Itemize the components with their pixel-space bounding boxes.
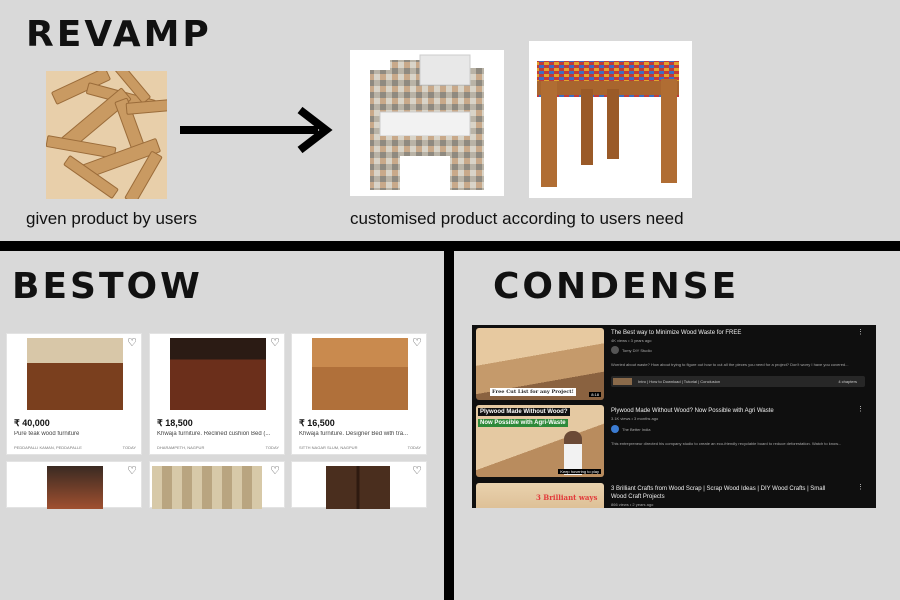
listing-card[interactable]: ♡ ₹ 16,500 Khwaja furniture. Designer Be… (291, 333, 427, 455)
chapters-count: 4 chapters (838, 379, 857, 384)
favorite-heart-icon[interactable]: ♡ (127, 465, 137, 477)
video-title[interactable]: 3 Brilliant Crafts from Wood Scrap | Scr… (611, 486, 826, 492)
more-options-icon[interactable]: ⋮ (857, 329, 864, 336)
favorite-heart-icon[interactable]: ♡ (412, 465, 422, 477)
listing-price: ₹ 18,500 (157, 418, 193, 428)
listing-photo (170, 338, 266, 410)
woven-stool-image (529, 41, 692, 198)
channel-avatar[interactable] (611, 425, 619, 433)
thumbnail-subheadline: Now Possible with Agri-Waste (478, 419, 568, 427)
video-description: This entrepreneur directed his company s… (611, 441, 842, 446)
listing-price: ₹ 16,500 (299, 418, 335, 428)
favorite-heart-icon[interactable]: ♡ (412, 337, 422, 349)
listing-location: DHARAMPETH, NAGPUR (157, 445, 205, 450)
horizontal-divider (0, 241, 900, 251)
video-results-list: Free Cut List for any Project! 8:18 The … (472, 325, 876, 508)
vertical-divider (444, 251, 454, 600)
listing-photo (312, 338, 408, 410)
video-thumbnail[interactable]: 3 Brilliant ways (476, 483, 604, 508)
revamp-heading: REVAMP (26, 14, 212, 55)
video-title[interactable]: Plywood Made Without Wood? Now Possible … (611, 408, 774, 414)
listing-title: Khwaja furniture. Reclined cushion Bed (… (157, 431, 271, 437)
video-title-line2[interactable]: Wood Craft Projects (611, 494, 665, 500)
listing-card[interactable]: ♡ ₹ 18,500 Khwaja furniture. Reclined cu… (149, 333, 285, 455)
listing-title: Pure teak wood furniture (14, 431, 80, 437)
marketplace-listing-grid: ♡ ₹ 40,000 Pure teak wood furniture PEDD… (6, 333, 427, 509)
listing-date: TODAY (122, 445, 136, 450)
favorite-heart-icon[interactable]: ♡ (270, 337, 280, 349)
listing-title: Khwaja furniture. Designer Bed with tra.… (299, 431, 409, 437)
listing-photo (326, 466, 390, 509)
listing-card[interactable]: ♡ ₹ 40,000 Pure teak wood furniture PEDD… (6, 333, 142, 455)
presenter-figure (564, 431, 582, 475)
thumbnail-overlay-text: Free Cut List for any Project! (490, 388, 576, 396)
channel-avatar[interactable] (611, 346, 619, 354)
listing-location: SITTH NAGAR SLUM, NAGPUR (299, 445, 358, 450)
favorite-heart-icon[interactable]: ♡ (127, 337, 137, 349)
video-meta: 4K views • 3 years ago (611, 338, 652, 343)
video-thumbnail[interactable]: Free Cut List for any Project! 8:18 (476, 328, 604, 400)
more-options-icon[interactable]: ⋮ (857, 484, 864, 491)
right-arrow-icon (180, 106, 333, 154)
listing-photo (47, 466, 103, 509)
channel-name[interactable]: Tomy DIY Studio (622, 348, 652, 353)
video-title[interactable]: The Best way to Minimize Wood Waste for … (611, 330, 742, 336)
mosaic-armchair-image (350, 50, 504, 196)
customised-product-caption: customised product according to users ne… (350, 209, 684, 228)
listing-card[interactable]: ♡ (149, 461, 285, 509)
video-description: Worried about waste? How about trying to… (611, 362, 849, 367)
thumbnail-headline: Plywood Made Without Wood? (478, 408, 570, 416)
video-thumbnail[interactable]: Plywood Made Without Wood? Now Possible … (476, 405, 604, 477)
hover-hint: Keep hovering to play (558, 469, 601, 474)
video-meta: 866 views • 2 years ago (611, 502, 654, 507)
chapter-titles: Intro | How to Download | Tutorial | Con… (638, 379, 721, 384)
given-product-caption: given product by users (26, 209, 198, 228)
video-duration: 8:18 (589, 392, 601, 397)
favorite-heart-icon[interactable]: ♡ (270, 465, 280, 477)
listing-date: TODAY (265, 445, 279, 450)
listing-date: TODAY (407, 445, 421, 450)
channel-name[interactable]: The Better India (622, 427, 651, 432)
chapters-bar[interactable]: Intro | How to Download | Tutorial | Con… (611, 376, 865, 387)
video-meta: 3.1K views • 3 months ago (611, 416, 659, 421)
listing-card[interactable]: ♡ (291, 461, 427, 509)
condense-heading: CONDENSE (493, 266, 740, 307)
wood-scraps-image (46, 71, 167, 199)
listing-photo (27, 338, 123, 410)
listing-location: PEDDAPALLI KAMAN, PEDDAPALLE (14, 445, 82, 450)
more-options-icon[interactable]: ⋮ (857, 406, 864, 413)
thumbnail-overlay-text: 3 Brilliant ways (536, 493, 598, 502)
listing-price: ₹ 40,000 (14, 418, 50, 428)
listing-card[interactable]: ♡ (6, 461, 142, 509)
chapter-thumbnail (613, 378, 632, 385)
listing-photo (152, 466, 262, 509)
bestow-heading: BESTOW (12, 266, 203, 307)
